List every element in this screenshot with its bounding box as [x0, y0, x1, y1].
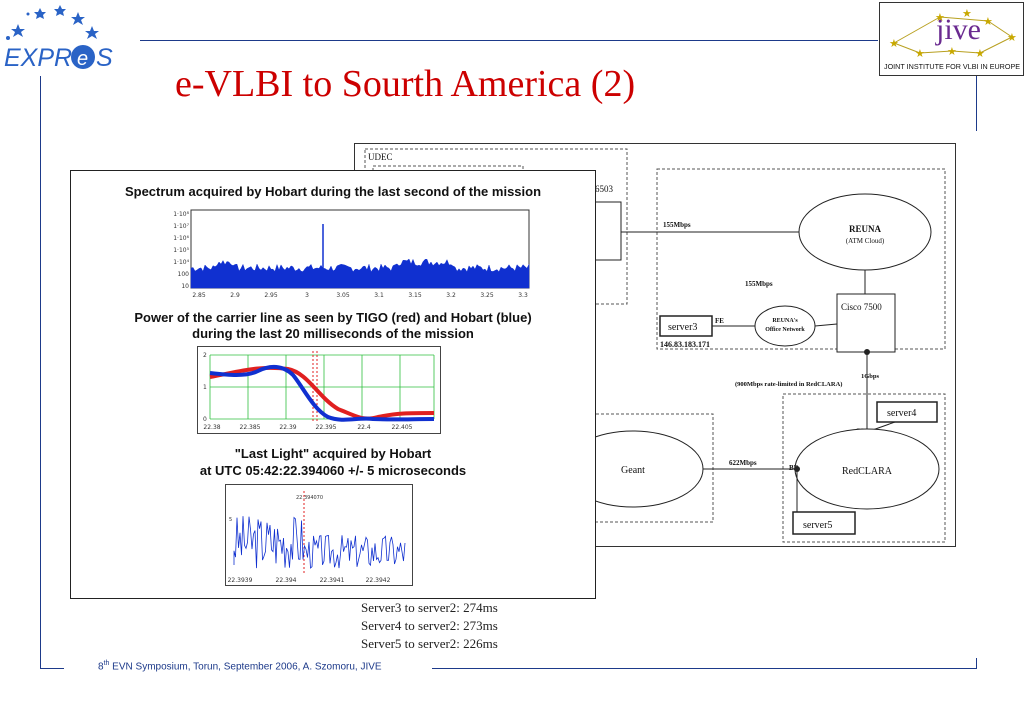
- spectrum-xtick: 3.3: [518, 292, 528, 299]
- geant-label: Geant: [621, 465, 645, 476]
- svg-text:★: ★: [975, 47, 985, 60]
- jive-caption: JOINT INSTITUTE FOR VLBI IN EUROPE: [884, 62, 1020, 71]
- svg-text:★: ★: [889, 37, 899, 50]
- spectrum-ytick: 10: [181, 283, 189, 290]
- power-heading-line1: Power of the carrier line as seen by TIG…: [134, 310, 532, 325]
- spectrum-ytick: 1·10⁸: [173, 211, 189, 218]
- spectrum-ytick: 1·10⁶: [173, 235, 189, 242]
- power-xtick: 22.385: [240, 424, 261, 431]
- last-light-heading-line1: "Last Light" acquired by Hobart: [234, 446, 432, 461]
- server3-label: server3: [668, 322, 697, 333]
- last-light-xtick: 22.3939: [228, 577, 253, 584]
- link-top-label: 155Mbps: [663, 221, 691, 229]
- timing-server3: Server3 to server2: 274ms: [361, 600, 498, 615]
- office-network-line1: REUNA's: [772, 318, 798, 324]
- spectrum-xtick: 3.15: [408, 292, 422, 299]
- power-xtick: 22.395: [316, 424, 337, 431]
- last-light-series: [233, 516, 406, 569]
- footer-text: EVN Symposium, Torun, September 2006, A.…: [109, 661, 382, 673]
- right-rule-bottom: [976, 658, 977, 669]
- spectrum-xtick: 3.25: [480, 292, 494, 299]
- svg-text:★: ★: [915, 47, 925, 60]
- power-heading-line2: during the last 20 milliseconds of the m…: [192, 326, 474, 341]
- svg-text:S: S: [96, 44, 113, 72]
- last-light-ytick: 5: [229, 517, 232, 523]
- svg-text:e: e: [77, 48, 88, 70]
- spectrum-xtick: 3.05: [336, 292, 350, 299]
- rate-limited-label: (900Mbps rate-limited in RedCLARA): [735, 381, 842, 388]
- last-light-marker-label: 22.394070: [296, 495, 323, 501]
- footer-prefix: 8: [98, 661, 104, 673]
- svg-text:★: ★: [1007, 31, 1017, 44]
- server4-label: server4: [887, 408, 916, 419]
- expres-logo: EXPR e S: [0, 0, 140, 76]
- power-ytick: 1: [203, 384, 207, 391]
- footer: 8th EVN Symposium, Torun, September 2006…: [98, 660, 382, 672]
- udec-label: UDEC: [368, 152, 393, 162]
- spectrum-ytick: 1·10⁴: [173, 259, 189, 266]
- right-rule-top: [976, 76, 977, 131]
- spectrum-heading: Spectrum acquired by Hobart during the l…: [124, 184, 542, 199]
- last-light-heading-line2: at UTC 05:42:22.394060 +/- 5 microsecond…: [199, 463, 467, 478]
- last-light-xtick: 22.394: [276, 577, 297, 584]
- svg-text:★: ★: [983, 15, 993, 28]
- atm-cloud-label: (ATM Cloud): [846, 237, 885, 245]
- svg-text:★: ★: [962, 7, 972, 20]
- link-geant-label: 622Mbps: [729, 459, 757, 467]
- cisco-label: Cisco 7500: [841, 302, 882, 312]
- power-xtick: 22.4: [357, 424, 371, 431]
- mission-plots-panel: Spectrum acquired by Hobart during the l…: [70, 170, 596, 599]
- power-xtick: 22.405: [392, 424, 413, 431]
- power-xtick: 22.38: [203, 424, 220, 431]
- spectrum-xtick: 3.2: [446, 292, 456, 299]
- spectrum-ytick: 1·10⁵: [173, 247, 189, 254]
- office-network-line2: Office Network: [765, 327, 805, 333]
- left-rule: [40, 76, 41, 668]
- fe-label: FE: [715, 317, 724, 325]
- svg-text:EXPR: EXPR: [4, 44, 72, 72]
- timing-server5: Server5 to server2: 226ms: [361, 636, 498, 651]
- spectrum-ytick: 100: [178, 271, 190, 278]
- spectrum-xtick: 2.85: [192, 292, 206, 299]
- server5-label: server5: [803, 520, 832, 531]
- spectrum-xtick: 3.1: [374, 292, 384, 299]
- reuna-label: REUNA: [849, 224, 882, 234]
- link-mid-label: 155Mbps: [745, 280, 773, 288]
- timing-server4: Server4 to server2: 273ms: [361, 618, 498, 633]
- power-xtick: 22.39: [279, 424, 296, 431]
- spectrum-xtick: 3: [305, 292, 309, 299]
- slide-title: e-VLBI to Sourth America (2): [175, 63, 636, 105]
- jive-wordmark: jive: [935, 13, 981, 46]
- spectrum-xtick: 2.95: [264, 292, 278, 299]
- power-ytick: 0: [203, 416, 207, 423]
- svg-text:★: ★: [947, 45, 957, 58]
- spectrum-ytick: 1·10⁷: [173, 223, 189, 230]
- svg-text:★: ★: [935, 11, 945, 24]
- jive-logo: ★ ★ ★ ★ ★ ★ ★ ★ jive JOINT INSTITUTE FOR VLBI…: [879, 2, 1024, 76]
- last-light-plot: 22.394070 5 22.3939 22.394 22.3941 22.3942: [225, 484, 413, 586]
- hobart-series: [209, 364, 435, 422]
- footer-sup: th: [103, 660, 110, 667]
- spectrum-xtick: 2.9: [230, 292, 240, 299]
- last-light-xtick: 22.3942: [366, 577, 391, 584]
- router-label: 6503: [595, 184, 614, 194]
- power-ytick: 2: [203, 352, 207, 359]
- carrier-power-plot: 2 1 0 22.38 22.385 22.39 22.395 22.4 22.405: [197, 346, 441, 434]
- last-light-xtick: 22.3941: [320, 577, 345, 584]
- bottom-rule-right: [432, 668, 977, 669]
- ip-label: 146.83.183.171: [660, 340, 710, 349]
- bottom-rule-left: [40, 668, 64, 669]
- top-rule: [140, 40, 878, 41]
- redclara-label: RedCLARA: [842, 466, 893, 477]
- gbps-label: 1Gbps: [861, 373, 880, 380]
